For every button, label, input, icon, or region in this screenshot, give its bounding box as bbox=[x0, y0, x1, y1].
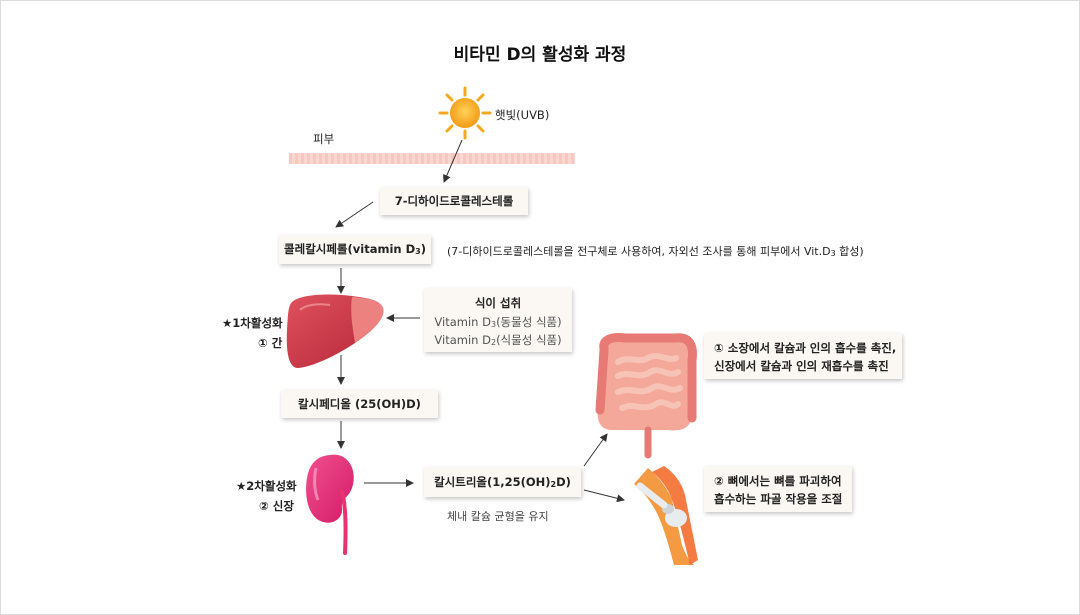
diet-title: 식이 섭취 bbox=[474, 296, 522, 310]
intestine-effect-line-2: 신장에서 칼슘과 인의 재흡수를 촉진 bbox=[714, 359, 889, 373]
diet-line-2: Vitamin D2(식물성 식품) bbox=[424, 332, 572, 348]
arrow-calcitriol-to-bone bbox=[583, 489, 625, 503]
cholecalciferol-sub: 3 bbox=[415, 247, 421, 256]
cholecalciferol-box: 콜레칼시페롤(vitamin D3) bbox=[279, 235, 431, 264]
calcitriol-box: 칼시트리올(1,25(OH)2D) bbox=[424, 467, 581, 497]
diagram-title: 비타민 D의 활성화 과정 bbox=[453, 45, 627, 65]
cholecalciferol-text: 콜레칼시페롤(vitamin D bbox=[284, 242, 416, 256]
sun-icon bbox=[438, 86, 492, 140]
cholecalciferol-note-end: 합성) bbox=[835, 245, 864, 258]
cholecalciferol-note: (7-디하이드로콜레스테롤을 전구체로 사용하여, 자외선 조사를 통해 피부에… bbox=[447, 243, 864, 259]
arrow-dehydro-to-chole bbox=[335, 201, 374, 228]
second-activation-organ: ② 신장 bbox=[259, 499, 294, 513]
kidney-icon bbox=[306, 454, 354, 555]
knee-bone-icon bbox=[634, 466, 698, 565]
diet-line-2-a: Vitamin D bbox=[434, 333, 491, 347]
cholecalciferol-note-text: (7-디하이드로콜레스테롤을 전구체로 사용하여, 자외선 조사를 통해 피부에… bbox=[447, 245, 831, 258]
first-activation-label: ★1차활성화 bbox=[222, 316, 283, 330]
bone-effect-line-2: 흡수하는 파골 작용을 조절 bbox=[714, 492, 843, 506]
calcitriol-text: 칼시트리올(1,25(OH) bbox=[434, 475, 551, 489]
dehydrocholesterol-text: 7-디하이드로콜레스테롤 bbox=[394, 194, 514, 208]
liver-icon bbox=[286, 294, 384, 368]
intestine-effect-box: ① 소장에서 칼슘과 인의 흡수를 촉진, 신장에서 칼슘과 인의 재흡수를 촉… bbox=[704, 333, 902, 379]
diet-line-1-b: (동물성 식품) bbox=[496, 315, 562, 329]
calcitriol-end: D) bbox=[556, 475, 571, 489]
diet-intake-box: 식이 섭취 Vitamin D3(동물성 식품) Vitamin D2(식물성 … bbox=[424, 288, 572, 352]
skin-layer bbox=[289, 153, 575, 164]
bone-effect-box: ② 뼈에서는 뼈를 파괴하여 흡수하는 파골 작용을 조절 bbox=[704, 466, 852, 512]
diet-line-1-a: Vitamin D bbox=[434, 315, 491, 329]
first-activation-organ: ① 간 bbox=[258, 336, 283, 350]
second-activation-label: ★2차활성화 bbox=[236, 479, 297, 493]
cholecalciferol-note-sub: 3 bbox=[830, 249, 836, 258]
arrow-calcitriol-to-intestine bbox=[583, 433, 608, 467]
diet-line-2-b: (식물성 식품) bbox=[496, 333, 562, 347]
sun-label: 햇빛(UVB) bbox=[495, 108, 550, 122]
diet-line-2-sub: 2 bbox=[490, 338, 497, 347]
calcitriol-sub: 2 bbox=[550, 480, 557, 489]
intestine-icon bbox=[595, 333, 697, 459]
diet-line-1: Vitamin D3(동물성 식품) bbox=[424, 314, 572, 330]
arrow-sun-to-dehydro bbox=[443, 139, 463, 183]
cholecalciferol-end: ) bbox=[420, 242, 426, 256]
diet-line-1-sub: 3 bbox=[490, 320, 497, 329]
skin-label: 피부 bbox=[313, 132, 335, 146]
calcidiol-box: 칼시페디올 (25(OH)D) bbox=[281, 390, 438, 418]
bone-effect-line-1: ② 뼈에서는 뼈를 파괴하여 bbox=[714, 474, 842, 488]
intestine-effect-line-1: ① 소장에서 칼슘과 인의 흡수를 촉진, bbox=[714, 341, 897, 355]
calcidiol-text: 칼시페디올 (25(OH)D) bbox=[298, 397, 421, 411]
calcitriol-note: 체내 칼슘 균형을 유지 bbox=[447, 510, 549, 523]
dehydrocholesterol-box: 7-디하이드로콜레스테롤 bbox=[380, 187, 528, 215]
